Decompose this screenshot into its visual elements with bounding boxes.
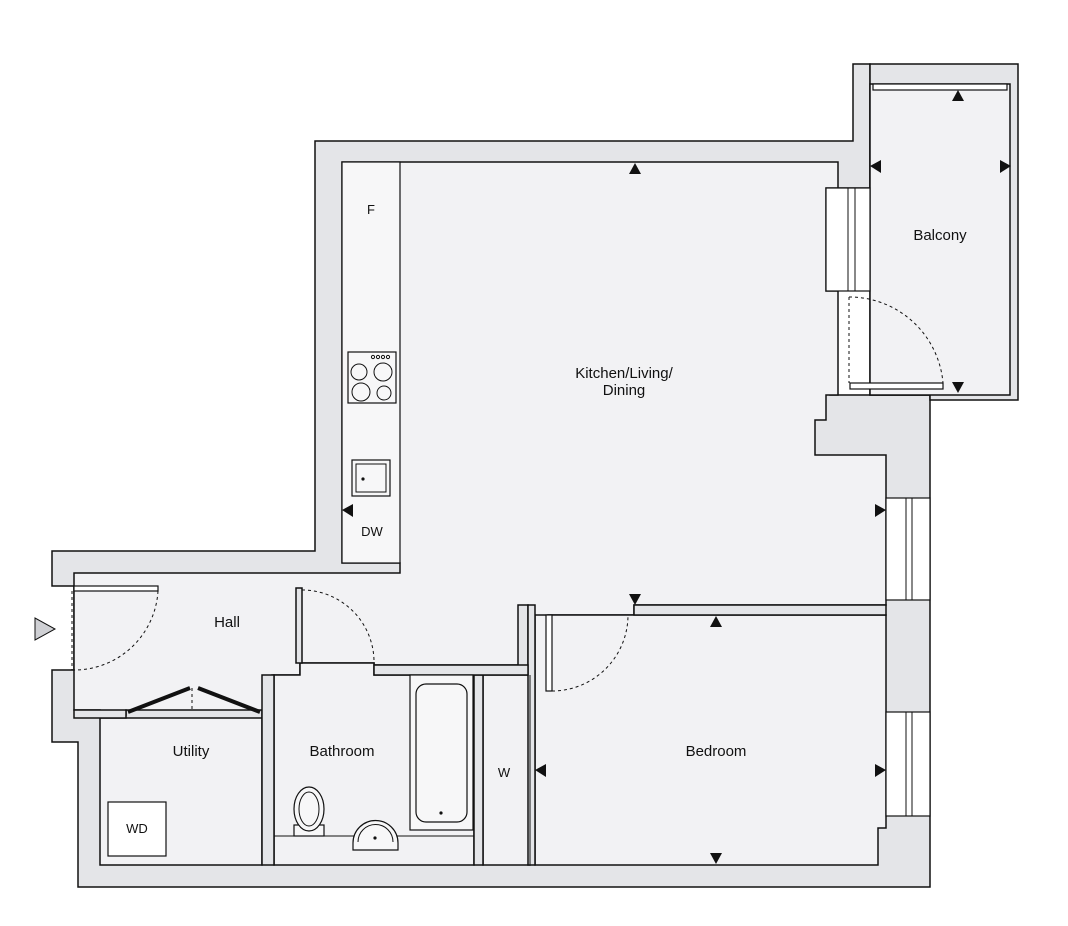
wall-hall-utility — [73, 709, 127, 719]
label-hall: Hall — [214, 614, 240, 631]
wall-utility-bathroom — [261, 674, 275, 866]
label-wardrobe: W — [498, 765, 511, 780]
label-kitchen-line2: Dining — [603, 382, 646, 399]
label-dishwasher: DW — [361, 524, 383, 539]
hob-ring-3 — [351, 382, 371, 402]
hob — [347, 351, 397, 404]
marker-bedroom-top-icon — [710, 616, 722, 627]
hob-knob-3 — [380, 354, 386, 360]
marker-kitchen-left-icon — [342, 504, 353, 517]
label-fridge: F — [367, 202, 375, 217]
entrance-door-leaf — [73, 585, 159, 592]
bedroom-door-swing — [551, 614, 629, 692]
wall-bath-wardrobe — [473, 674, 484, 866]
label-utility: Utility — [173, 743, 210, 760]
marker-bedroom-left-icon — [535, 764, 546, 777]
label-washer-dryer: WD — [126, 821, 148, 836]
utility-bifold-right — [197, 686, 261, 714]
toilet-seat — [298, 791, 320, 827]
marker-kitchen-bottom-icon — [629, 594, 641, 605]
bathroom-door-swing — [301, 589, 375, 664]
wall-bath-top — [373, 664, 529, 676]
balcony-door-leaf — [849, 382, 944, 390]
wall-wardrobe-bedroom — [527, 604, 536, 866]
hob-ring-4 — [376, 385, 392, 401]
marker-balcony-bottom-icon — [952, 382, 964, 393]
labels: Kitchen/Living/ Dining Balcony Hall Util… — [126, 202, 967, 836]
bathtub-drain — [439, 811, 443, 815]
marker-kitchen-top-icon — [629, 163, 641, 174]
balcony-rail-top — [872, 83, 1008, 91]
basin-inner — [357, 824, 394, 843]
window-living — [885, 497, 931, 601]
kitchen-sink-basin — [355, 463, 387, 493]
hob-knob-2 — [375, 354, 381, 360]
entrance-arrow-icon — [34, 617, 57, 641]
label-bedroom: Bedroom — [686, 743, 747, 760]
hob-ring-2 — [373, 362, 393, 382]
dimension-markers — [342, 90, 1011, 864]
marker-bedroom-right-icon — [875, 764, 886, 777]
kitchen-sink-drain — [361, 477, 365, 481]
utility-fixtures — [107, 801, 167, 857]
marker-bedroom-bottom-icon — [710, 853, 722, 864]
hob-ring-1 — [350, 363, 368, 381]
kitchen-sink — [351, 459, 391, 497]
bedroom-floor — [534, 614, 887, 866]
marker-balcony-left-icon — [870, 160, 881, 173]
hob-knob-4 — [385, 354, 391, 360]
label-bathroom: Bathroom — [309, 743, 374, 760]
wall-bath-corner — [295, 587, 303, 664]
doors — [71, 585, 629, 714]
bathtub-inner — [415, 683, 468, 823]
partitions — [73, 587, 887, 866]
windows — [885, 497, 931, 817]
entrance-door-swing — [73, 590, 159, 671]
basin — [352, 819, 399, 851]
window-bedroom — [885, 711, 931, 817]
basin-drain — [373, 836, 377, 840]
utility-bifold-left — [127, 686, 191, 714]
marker-kitchen-right-icon — [875, 504, 886, 517]
bedroom-door-leaf — [545, 614, 553, 692]
kitchen-units — [341, 161, 401, 564]
bathroom-fixtures — [274, 674, 474, 851]
label-kitchen-line1: Kitchen/Living/ — [575, 365, 673, 382]
hob-knob-1 — [370, 354, 376, 360]
balcony-glazing — [825, 83, 1008, 390]
wall-kitchen-bedroom — [633, 604, 887, 616]
washer-dryer — [107, 801, 167, 857]
marker-balcony-right-icon — [1000, 160, 1011, 173]
balcony-door-swing — [848, 296, 944, 384]
label-balcony: Balcony — [913, 227, 967, 244]
marker-balcony-top-icon — [952, 90, 964, 101]
